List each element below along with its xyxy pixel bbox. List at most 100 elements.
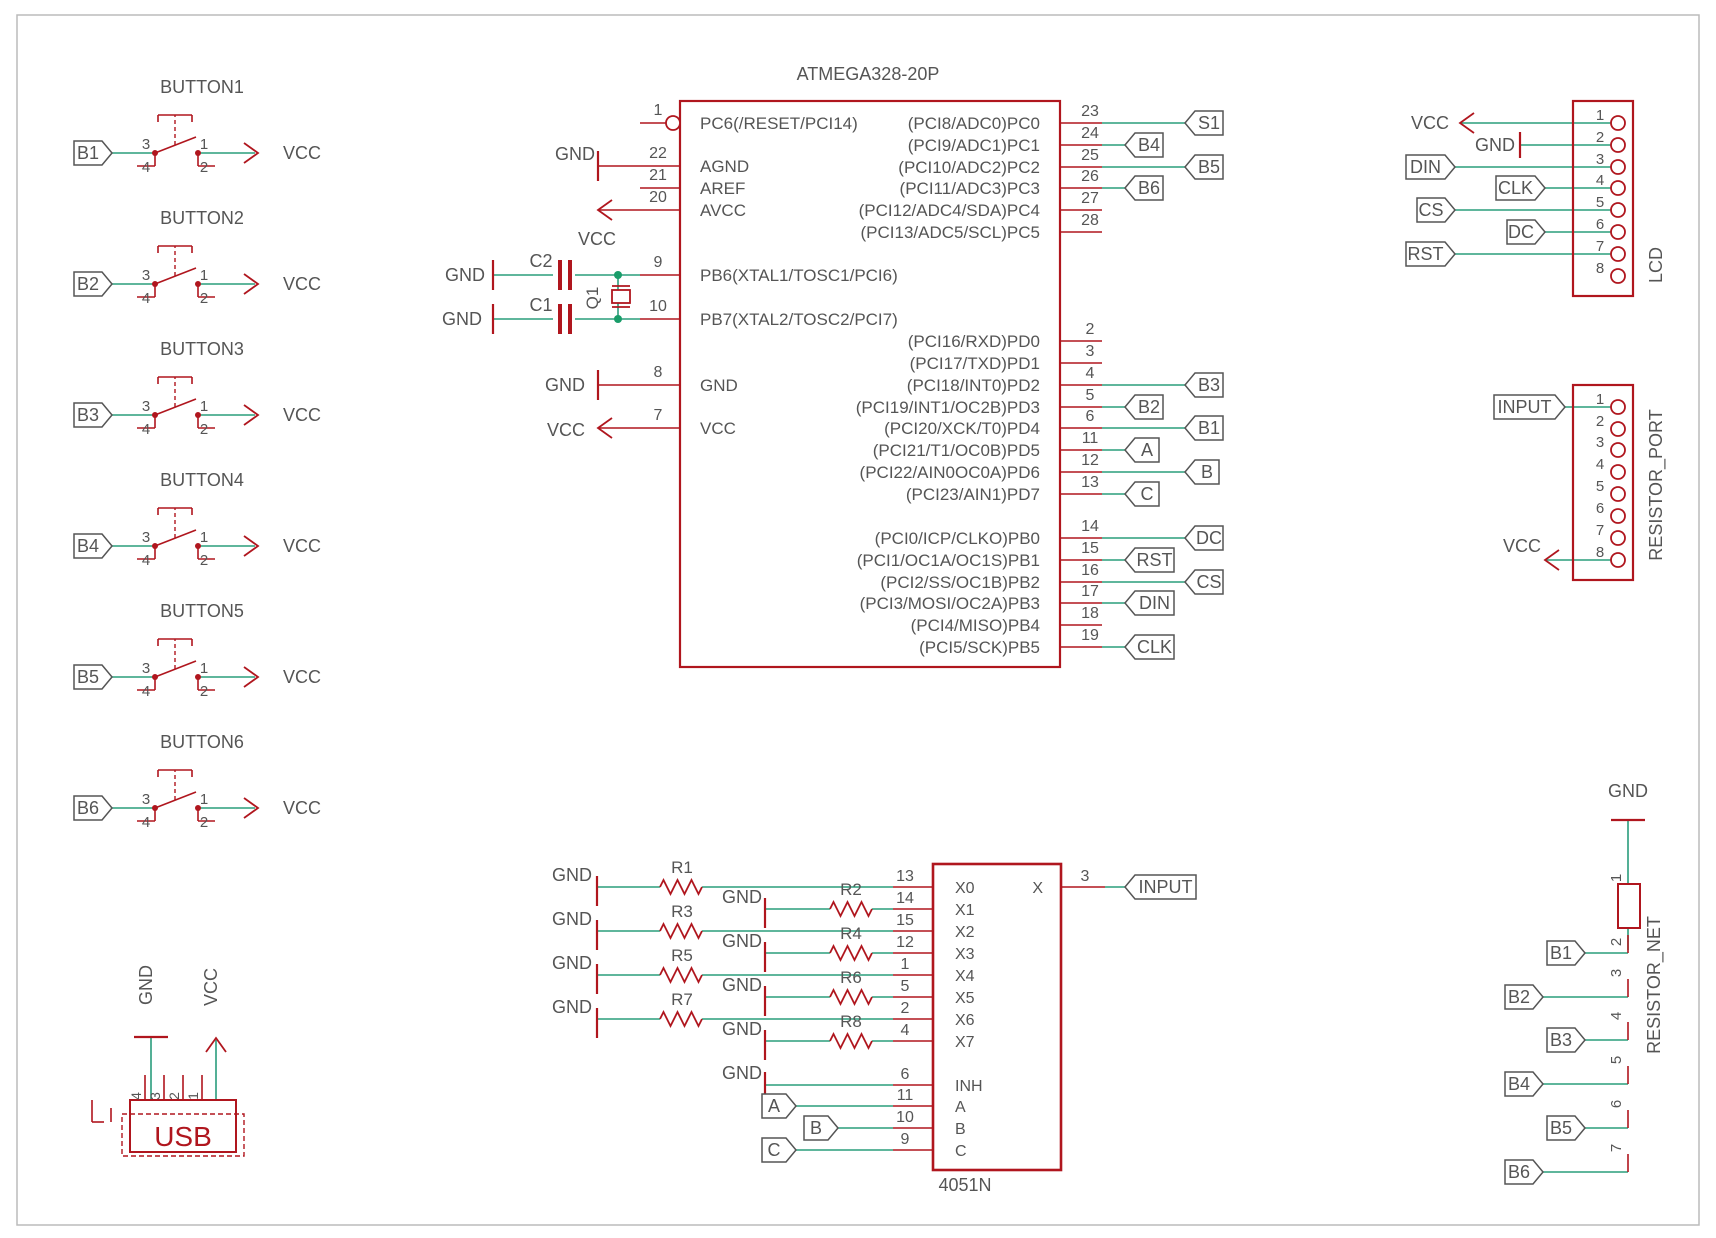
pin-label: (PCI21/T1/OC0B)PD5 (873, 441, 1040, 460)
pin-number: 3 (1596, 434, 1604, 451)
connector-pin (1610, 442, 1626, 458)
mux-body (931, 862, 1063, 1172)
gnd-label: GND (555, 144, 595, 164)
gnd-label: GND (136, 965, 156, 1005)
pin-number: 4 (142, 814, 150, 831)
pin-number: 4 (142, 421, 150, 438)
pin-number: 13 (1081, 474, 1099, 491)
pin-label: X2 (955, 924, 975, 941)
pin-number: 1 (1608, 874, 1625, 882)
net-label: B5 (77, 667, 99, 687)
pin-number: 7 (1596, 522, 1604, 539)
pin-number: 27 (1081, 190, 1099, 207)
pin-number: 4 (1596, 456, 1604, 473)
switch-contact (195, 281, 201, 287)
net-label: A (768, 1096, 780, 1116)
pin-label: (PCI20/XCK/T0)PD4 (884, 419, 1040, 438)
gnd-label: GND (442, 309, 482, 329)
capacitor-label: C2 (529, 251, 552, 271)
net-label: DIN (1410, 157, 1441, 177)
net-label: B6 (1508, 1162, 1530, 1182)
pin-number: 9 (654, 254, 663, 271)
pin-number: 6 (1596, 500, 1604, 517)
net-label: B3 (1550, 1030, 1572, 1050)
net-label: DC (1196, 528, 1222, 548)
pin-label: X6 (955, 1012, 975, 1029)
pin-number: 2 (166, 1092, 182, 1100)
pin-label: (PCI22/AIN0OC0A)PD6 (860, 463, 1040, 482)
button-name: BUTTON3 (160, 339, 244, 359)
gnd-label: GND (722, 975, 762, 995)
net-label-flag (1546, 1115, 1586, 1141)
pin-number: 3 (142, 398, 150, 415)
net-label: S1 (1198, 113, 1220, 133)
button-name: BUTTON6 (160, 732, 244, 752)
resistor-label: R7 (671, 990, 693, 1009)
gnd-label: GND (722, 887, 762, 907)
pin-label: (PCI5/SCK)PB5 (919, 638, 1040, 657)
vcc-label: VCC (283, 143, 321, 163)
connector-pin (1610, 202, 1626, 218)
pin-number: 2 (1596, 129, 1604, 146)
net-label: B4 (1508, 1074, 1530, 1094)
pin-label: (PCI13/ADC5/SCL)PC5 (860, 223, 1040, 242)
capacitor-label: C1 (529, 295, 552, 315)
pin-number: 3 (1596, 151, 1604, 168)
net-label: B1 (1198, 418, 1220, 438)
vcc-arrow-symbol (243, 142, 260, 164)
switch-contact (195, 150, 201, 156)
net-label-flag (1124, 634, 1175, 660)
pin-number: 4 (142, 552, 150, 569)
vcc-arrow-symbol (243, 797, 260, 819)
pin-number: 1 (200, 398, 208, 415)
crystal-label: Q1 (583, 287, 602, 310)
pin-number: 3 (147, 1092, 163, 1100)
net-label-flag (1495, 175, 1546, 201)
net-label-flag (1184, 372, 1224, 398)
pin-number: 14 (896, 890, 914, 907)
net-label: C (1141, 484, 1154, 504)
resistor-label: R2 (840, 880, 862, 899)
net-label: C (768, 1140, 781, 1160)
pin-number: 2 (1596, 413, 1604, 430)
pin-label: (PCI9/ADC1)PC1 (908, 136, 1040, 155)
pin-label: X7 (955, 1034, 975, 1051)
resistor-net-body (1617, 883, 1641, 929)
net-label: RST (1408, 244, 1444, 264)
net-label-flag (1124, 394, 1164, 420)
pin-number: 17 (1081, 583, 1099, 600)
switch-contact (195, 412, 201, 418)
pin-number: 5 (901, 978, 910, 995)
pin-number: 21 (649, 167, 667, 184)
text-layer: ATMEGA328-20P1PC6(/RESET/PCI14)22AGND21A… (77, 64, 1667, 1195)
gnd-label: GND (722, 1019, 762, 1039)
pin-number: 4 (1596, 172, 1604, 189)
resistor (659, 1009, 703, 1029)
vcc-label: VCC (547, 420, 585, 440)
gnd-label: GND (1608, 781, 1648, 801)
pin-number: 24 (1081, 125, 1099, 142)
net-label: B2 (77, 274, 99, 294)
pin-label: (PCI18/INT0)PD2 (907, 376, 1040, 395)
pin-number: 1 (200, 136, 208, 153)
net-label-flag (1546, 1027, 1586, 1053)
net-label-flag (1184, 415, 1224, 441)
pin-number: 23 (1081, 103, 1099, 120)
lcd-body (1571, 99, 1635, 298)
part-layer (73, 99, 1645, 1185)
net-label: B6 (77, 798, 99, 818)
vcc-arrow-symbol (243, 273, 260, 295)
connector-pin (1610, 115, 1626, 131)
net-label-flag (1416, 197, 1456, 223)
vcc-arrow-symbol (205, 1036, 227, 1053)
pin-number: 3 (1081, 868, 1090, 885)
net-label-flag (1184, 110, 1224, 136)
resistor-label: R4 (840, 924, 862, 943)
net-label: B4 (77, 536, 99, 556)
pin-label: X5 (955, 990, 975, 1007)
pin-number: 19 (1081, 627, 1099, 644)
pin-number: 2 (200, 814, 208, 831)
pin-number: 6 (901, 1066, 910, 1083)
net-label: DIN (1139, 593, 1170, 613)
net-label-flag (73, 402, 113, 428)
